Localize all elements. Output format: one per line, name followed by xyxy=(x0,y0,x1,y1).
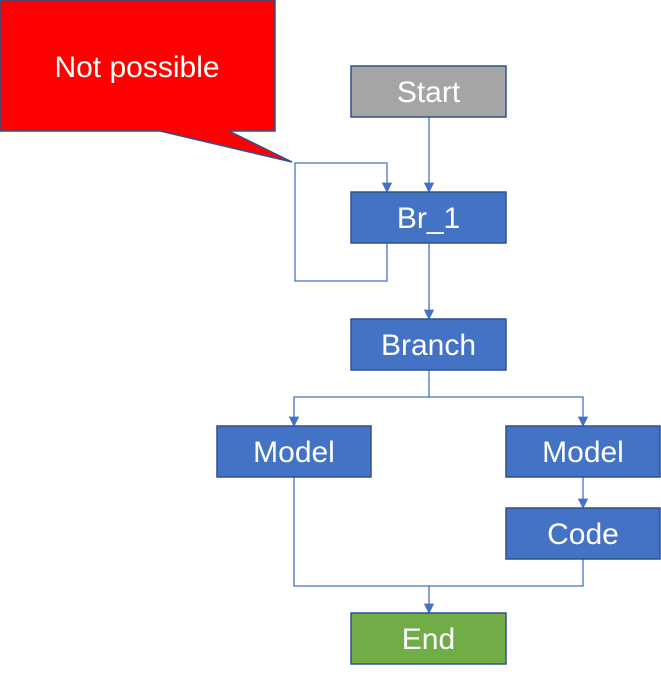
node-start-label: Start xyxy=(397,76,461,109)
node-model-right: Model xyxy=(505,425,661,478)
node-code-label: Code xyxy=(547,518,619,551)
not-possible-callout: Not possible xyxy=(0,0,293,163)
node-start: Start xyxy=(350,65,507,118)
node-end-label: End xyxy=(402,623,455,656)
connector-model-left-to-end xyxy=(293,477,429,587)
node-model-left-label: Model xyxy=(253,436,335,469)
connector-branch-to-model-left xyxy=(288,370,430,428)
node-model-left: Model xyxy=(216,425,372,478)
connector-br1-self-loop xyxy=(294,162,393,282)
callout-text: Not possible xyxy=(54,51,219,84)
node-branch: Branch xyxy=(350,318,507,371)
node-code: Code xyxy=(505,507,661,560)
node-br1: Br_1 xyxy=(350,191,507,244)
callout-shape xyxy=(0,0,293,163)
connectors xyxy=(288,117,589,615)
connector-branch-to-model-right xyxy=(429,396,589,428)
node-br1-label: Br_1 xyxy=(397,202,460,235)
node-branch-label: Branch xyxy=(381,329,476,362)
node-end: End xyxy=(350,612,507,665)
node-model-right-label: Model xyxy=(542,436,624,469)
connector-code-to-end xyxy=(423,559,584,615)
